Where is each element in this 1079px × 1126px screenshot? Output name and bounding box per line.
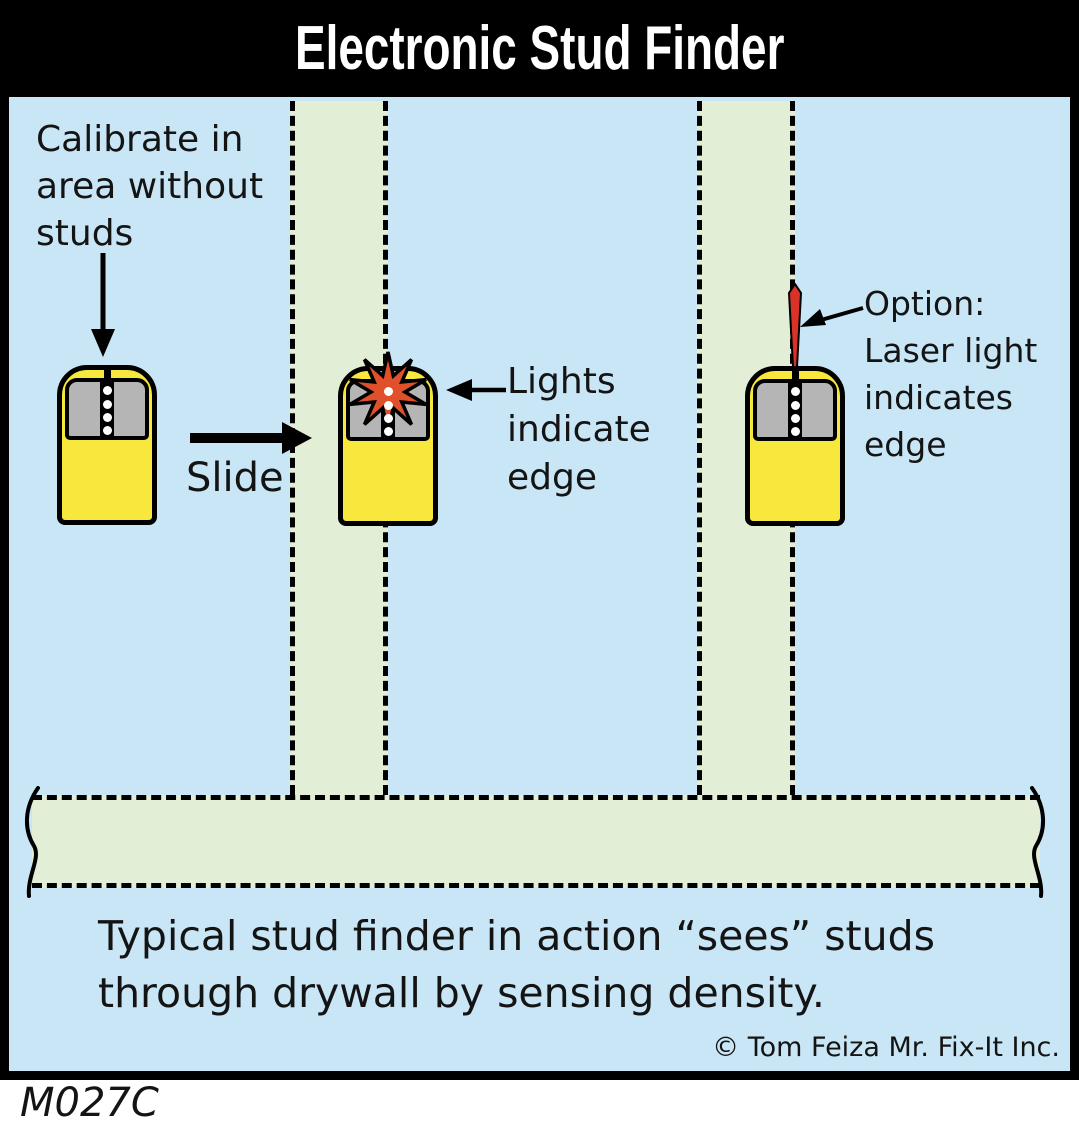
laser-pointer-arrow-icon [800,306,864,327]
indicator-light [790,401,800,410]
indicator-light [383,387,393,396]
lights-left-arrow-icon [446,379,506,401]
lights-indicate-edge-label: Lights indicate edge [507,361,651,498]
wall-panel [0,97,1079,1080]
device-notch [104,365,111,379]
indicator-light [102,386,112,395]
title-bar: Electronic Stud Finder [0,0,1079,97]
indicator-light [102,413,112,422]
stud-finder-device-laser [745,283,845,526]
caption: Typical stud finder in action “sees” stu… [98,912,935,1017]
indicator-light [383,427,393,436]
stud-finder-device-lights [338,351,438,526]
laser-option-label: Option: Laser light indicates edge [864,284,1038,464]
calibrate-label: Calibrate in area without studs [36,119,264,254]
indicator-light [383,414,393,423]
indicator-light [102,426,112,435]
indicator-light [790,427,800,436]
laser-beam-icon [787,283,803,368]
bottom-plate [32,795,1040,888]
device-light-strip [100,380,114,438]
plate-break-line-left [24,786,40,898]
indicator-light [790,414,800,423]
calibrate-down-arrow-icon [91,253,115,357]
plate-break-line-right [1030,786,1046,898]
copyright: © Tom Feiza Mr. Fix-It Inc. [712,1032,1060,1063]
device-lights [788,381,802,439]
device-lights [100,380,114,438]
slide-right-arrow-icon [190,422,312,454]
indicator-light [383,401,393,410]
figure-code: M027C [20,1080,159,1126]
device-light-strip [788,381,802,439]
device-notch [792,366,799,380]
indicator-light [102,400,112,409]
device-lights [381,381,395,439]
slide-label: Slide [186,455,284,501]
indicator-light [790,387,800,396]
stud-finder-device-calibrate [57,365,157,525]
page-title: Electronic Stud Finder [294,14,785,83]
